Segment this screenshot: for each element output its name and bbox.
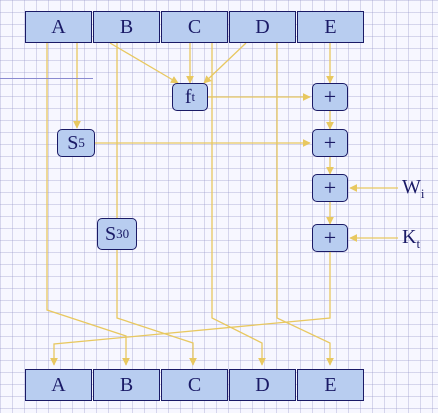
divider-line	[0, 78, 93, 79]
wire-b-to-f	[109, 42, 179, 84]
shift30-label: S	[104, 222, 117, 245]
wire-s30-to-c	[116, 250, 197, 366]
reg-bottom-a: A	[25, 369, 92, 401]
wire-a-to-b	[46, 43, 130, 366]
wire-sum-to-a	[50, 252, 331, 366]
input-w: Wi	[402, 176, 425, 202]
input-w-subscript: i	[420, 186, 425, 201]
reg-bottom-e: E	[297, 369, 364, 401]
register-top: A B C D E	[25, 11, 364, 43]
reg-top-a: A	[25, 11, 92, 43]
adder-1: +	[312, 83, 348, 111]
reg-top-b: B	[93, 11, 160, 43]
adder-4: +	[312, 224, 348, 252]
reg-bottom-c: C	[161, 369, 228, 401]
adder-3: +	[312, 174, 348, 202]
wire-d-to-f	[203, 42, 247, 84]
function-subscript: t	[191, 89, 196, 104]
adder-2: +	[312, 129, 348, 157]
input-w-label: W	[402, 176, 421, 198]
wire-c-to-d	[211, 43, 266, 366]
reg-bottom-b: B	[93, 369, 160, 401]
shift30-superscript: 30	[116, 226, 130, 241]
shift5-label: S	[67, 131, 79, 154]
input-k-subscript: t	[416, 236, 421, 251]
shift5-superscript: 5	[78, 135, 85, 150]
reg-top-d: D	[229, 11, 296, 43]
input-k-label: K	[402, 226, 417, 248]
reg-bottom-d: D	[229, 369, 296, 401]
wire-d-to-e	[276, 43, 334, 366]
input-k: Kt	[402, 226, 420, 252]
function-label: f	[184, 85, 192, 108]
register-bottom: A B C D E	[25, 369, 364, 401]
reg-top-c: C	[161, 11, 228, 43]
reg-top-e: E	[297, 11, 364, 43]
